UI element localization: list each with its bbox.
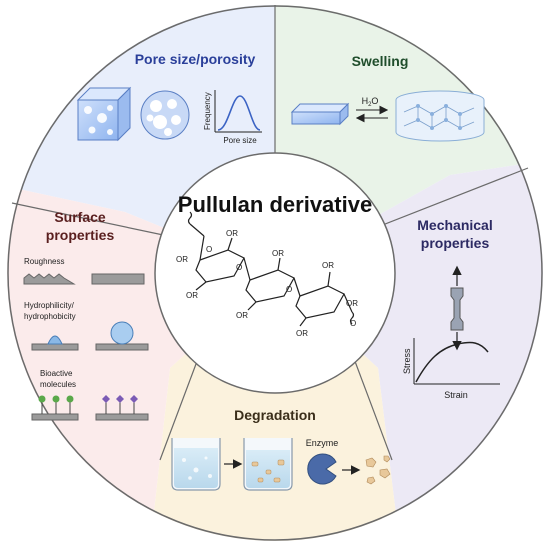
bead-droplet-icon — [110, 321, 134, 345]
svg-text:OR: OR — [346, 299, 358, 308]
surface-title-2: properties — [46, 227, 115, 243]
enzyme-label: Enzyme — [306, 438, 339, 448]
svg-text:OR: OR — [272, 249, 284, 258]
tensile-specimen-icon — [450, 265, 464, 351]
swelling-title: Swelling — [352, 53, 409, 69]
pore-title: Pore size/porosity — [135, 51, 256, 67]
svg-text:OR: OR — [176, 255, 188, 264]
porous-cube-icon — [76, 86, 132, 142]
svg-text:O: O — [206, 245, 212, 254]
green-molecule-icon — [38, 395, 74, 414]
outer-ring — [7, 5, 543, 541]
center-title: Pullulan derivative — [178, 192, 372, 217]
beaker-degraded-icon — [243, 438, 293, 491]
stress-label: Stress — [402, 348, 412, 374]
svg-text:OR: OR — [186, 291, 198, 300]
pore-distribution-chart — [214, 90, 262, 133]
pore-x-label: Pore size — [223, 136, 257, 145]
svg-text:O: O — [350, 319, 356, 328]
svg-text:OR: OR — [322, 261, 334, 270]
smooth-surface-icon — [91, 273, 145, 285]
pore-y-label: Frequency — [203, 92, 212, 130]
stress-strain-chart — [413, 338, 500, 385]
degradation-title: Degradation — [234, 407, 316, 423]
svg-text:OR: OR — [226, 229, 238, 238]
bio-label-2: molecules — [40, 380, 76, 389]
swelling-arrows — [355, 105, 389, 123]
svg-text:OR: OR — [236, 311, 248, 320]
hydro-label-1: Hydrophilicity/ — [24, 301, 75, 310]
svg-text:O: O — [236, 263, 242, 272]
rough-surface-icon — [23, 273, 76, 285]
surface-title-1: Surface — [54, 209, 106, 225]
roughness-label: Roughness — [24, 257, 64, 266]
mechanical-title-1: Mechanical — [417, 217, 492, 233]
hydro-label-2: hydrophobicity — [24, 312, 76, 321]
pullulan-labels: O OR OR OR O OR OR O OR OR OR O — [176, 229, 358, 338]
bio-label-1: Bioactive — [40, 369, 73, 378]
enzyme-icon — [307, 453, 337, 485]
purple-molecule-icon — [102, 395, 138, 414]
porous-sphere-icon — [140, 90, 190, 140]
svg-text:OR: OR — [296, 329, 308, 338]
fragments-icon — [365, 455, 391, 485]
bio-surface-2 — [95, 413, 149, 421]
center-circle — [154, 152, 396, 394]
hydrophobic-surface — [95, 343, 149, 351]
dry-hydrogel-icon — [290, 102, 350, 126]
spread-droplet-icon — [47, 335, 63, 345]
bio-surface-1 — [31, 413, 79, 421]
hydrophilic-surface — [31, 343, 79, 351]
svg-text:O: O — [286, 285, 292, 294]
mechanical-title-2: properties — [421, 235, 490, 251]
swollen-hydrogel-icon — [395, 90, 485, 142]
h2o-label: H2O — [362, 96, 379, 108]
beaker-intact-icon — [171, 438, 221, 491]
strain-label: Strain — [444, 390, 468, 400]
pullulan-structure — [187, 211, 355, 327]
